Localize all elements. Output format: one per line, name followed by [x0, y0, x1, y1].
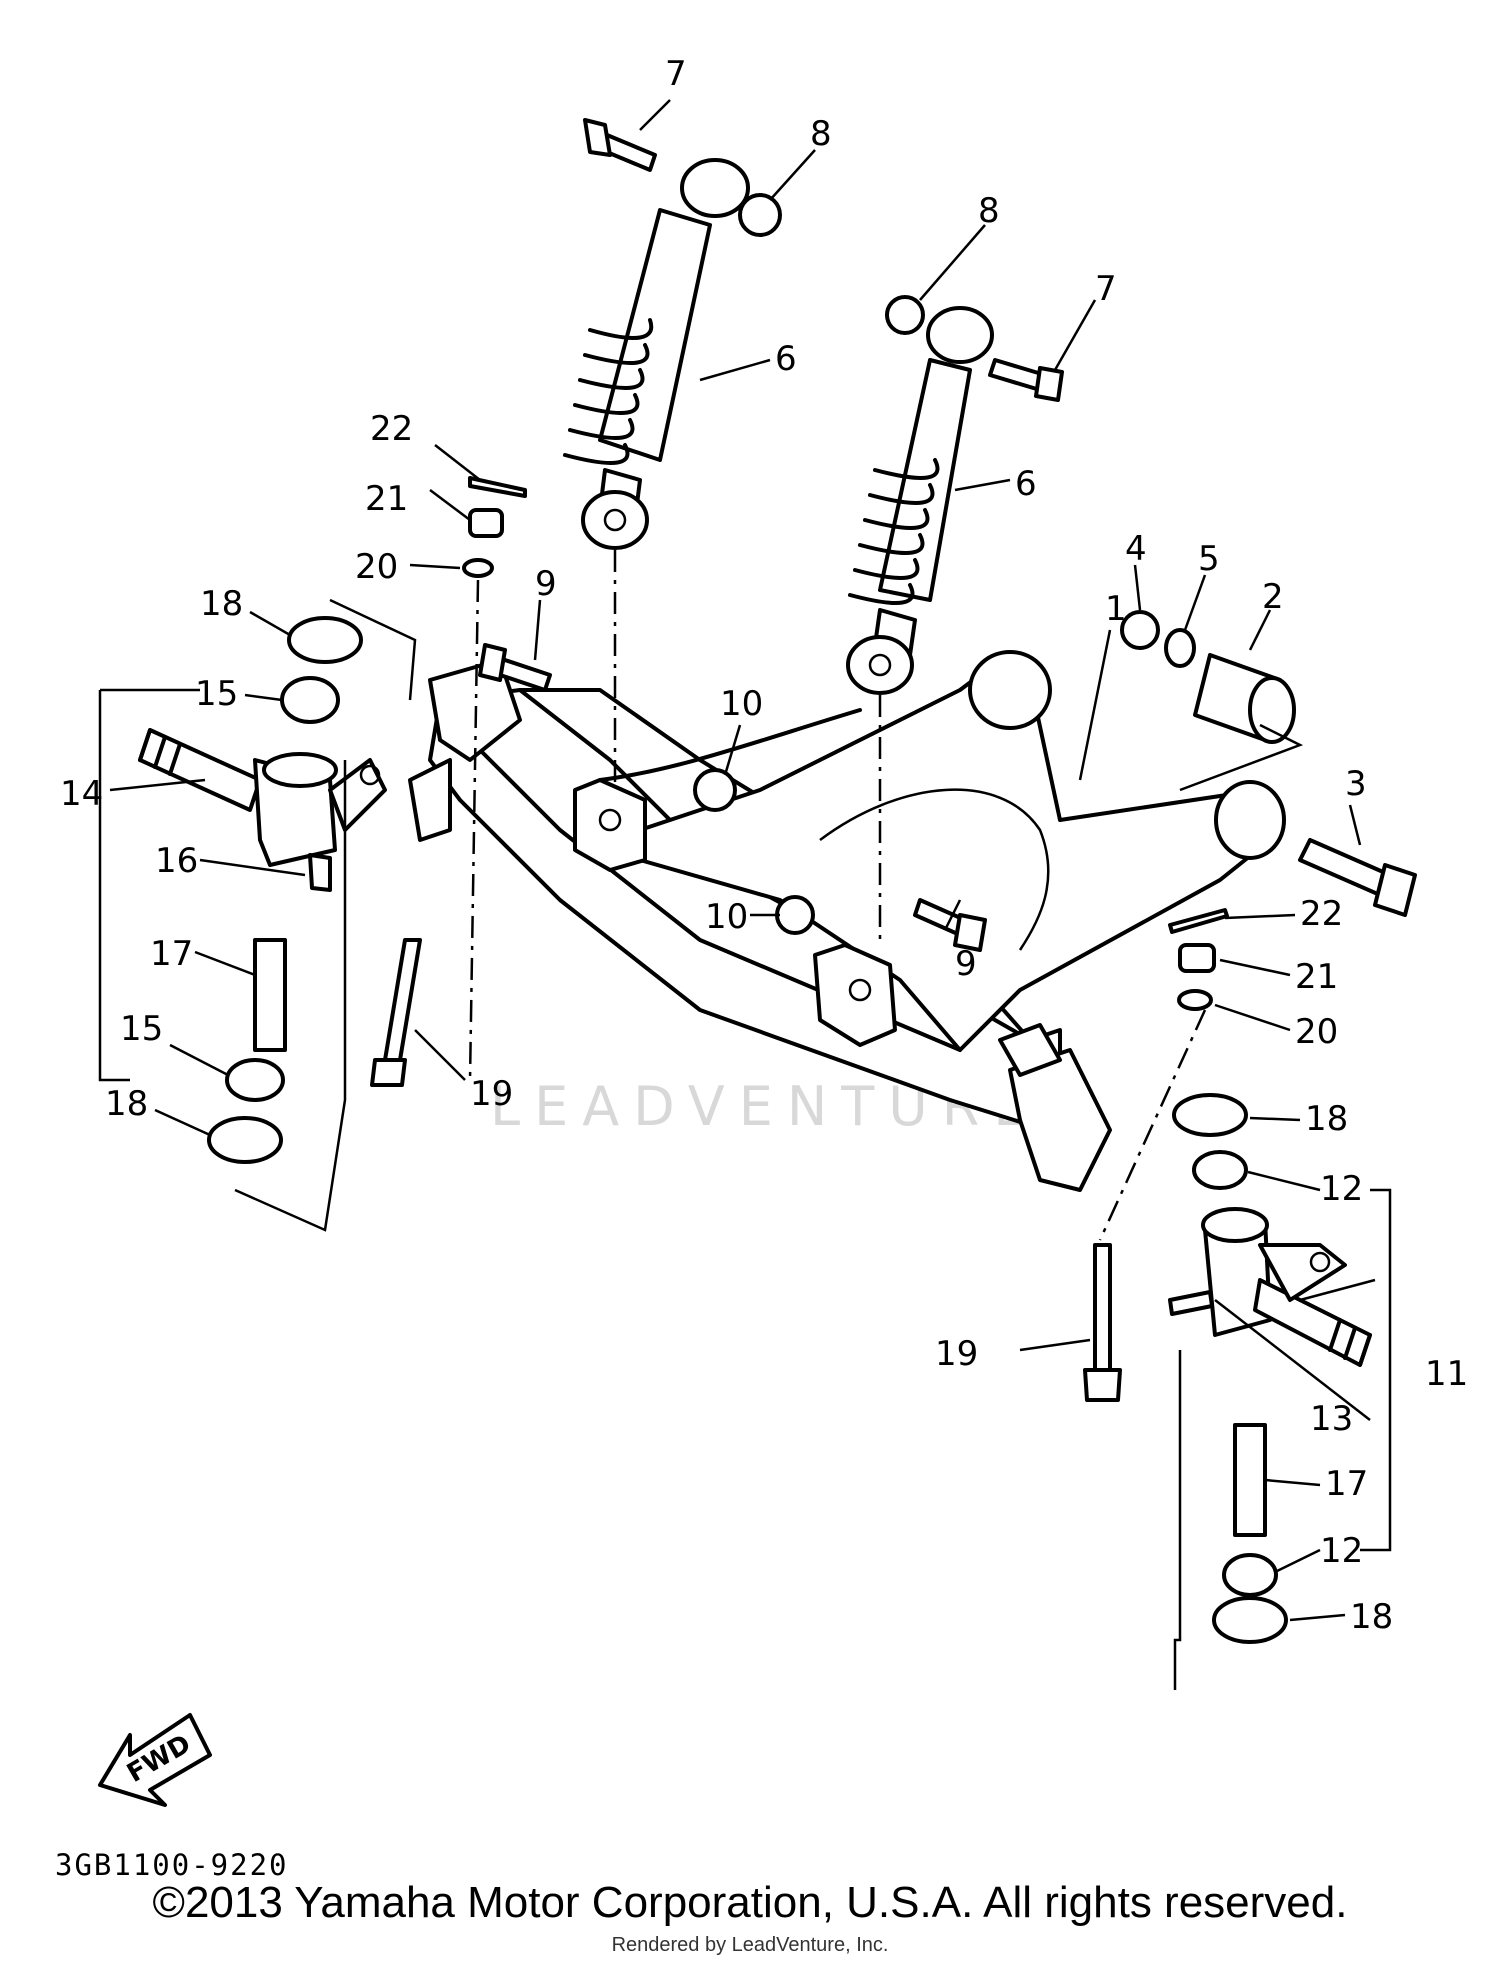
callout-3: 3	[1345, 764, 1367, 804]
callout-20-left: 20	[355, 547, 398, 587]
callout-6-right: 6	[1015, 464, 1037, 504]
callout-12-upper: 12	[1320, 1169, 1363, 1209]
callout-7-right: 7	[1095, 269, 1117, 309]
collar-17-right	[1233, 1423, 1267, 1537]
castle-nut-21-left	[468, 508, 504, 538]
callout-11: 11	[1425, 1354, 1468, 1394]
kingpin-19-right-head	[1083, 1368, 1122, 1402]
callout-4: 4	[1125, 529, 1147, 569]
swing-arm	[598, 650, 1286, 1052]
kingpin-19-left	[383, 938, 422, 1062]
callout-2: 2	[1262, 577, 1284, 617]
castle-nut-21-right	[1178, 943, 1216, 973]
copyright-notice: ©2013 Yamaha Motor Corporation, U.S.A. A…	[152, 1878, 1348, 1927]
callout-22-right: 22	[1300, 894, 1343, 934]
callout-22-left: 22	[370, 409, 413, 449]
callout-6-left: 6	[775, 339, 797, 379]
callout-8-left: 8	[810, 114, 832, 154]
callout-18-upper-left: 18	[200, 584, 243, 624]
shock-absorber-left	[563, 158, 750, 550]
callout-1: 1	[1105, 589, 1127, 629]
callout-16: 16	[155, 841, 198, 881]
cap-18-upper-right	[1172, 1093, 1248, 1137]
callout-17-right: 17	[1325, 1464, 1368, 1504]
collar-2	[1193, 653, 1296, 744]
cap-18-upper-left	[287, 616, 363, 664]
bolt-3	[1298, 838, 1417, 917]
shock-lower-bracket-left	[573, 778, 647, 872]
callout-18-lower-left: 18	[105, 1084, 148, 1124]
nut-8-left	[738, 193, 782, 237]
callout-5: 5	[1198, 539, 1220, 579]
bolt-7-left-head	[583, 118, 612, 157]
kingpin-19-right	[1093, 1243, 1112, 1372]
callout-18-lower-right: 18	[1350, 1597, 1393, 1637]
rendered-by-notice: Rendered by LeadVenture, Inc.	[611, 1934, 889, 1956]
callout-21-right: 21	[1295, 957, 1338, 997]
shock-absorber-right	[846, 306, 994, 695]
callout-9-upper: 9	[535, 564, 557, 604]
cotter-pin-22-right	[1168, 908, 1229, 934]
washer-20-left	[462, 558, 494, 578]
callout-19-left: 19	[470, 1074, 513, 1114]
kingpin-19-left-head	[370, 1058, 407, 1087]
callout-19-right: 19	[935, 1334, 978, 1374]
nut-4	[1120, 610, 1160, 650]
bolt-9-left-head	[478, 643, 507, 682]
nut-10-lower	[775, 895, 815, 935]
bolt-7-right-head	[1034, 366, 1064, 402]
bushing-15-upper	[280, 676, 340, 724]
bushing-15-lower	[225, 1058, 285, 1102]
leader-lines	[109, 99, 1376, 1622]
washer-5	[1164, 628, 1196, 668]
seal-18-lower-right	[1212, 1596, 1288, 1644]
cotter-pin-22-left	[468, 476, 527, 498]
shock-lower-bracket-right	[813, 943, 897, 1047]
callout-17-left: 17	[150, 934, 193, 974]
bolt-13	[1168, 1290, 1214, 1316]
part-code: 3GB1100-9220	[55, 1848, 289, 1882]
bushing-12-upper	[1192, 1150, 1248, 1190]
callout-21-left: 21	[365, 479, 408, 519]
bolt-9-right-head	[953, 913, 987, 952]
callout-8-right: 8	[978, 191, 1000, 231]
fwd-arrow: FWD	[98, 1713, 212, 1807]
callout-13: 13	[1310, 1399, 1353, 1439]
callout-7-left: 7	[665, 54, 687, 94]
nut-8-right	[885, 295, 925, 335]
callout-9-lower: 9	[955, 944, 977, 984]
callout-20-right: 20	[1295, 1012, 1338, 1052]
callout-15-lower: 15	[120, 1009, 163, 1049]
bushing-12-lower	[1222, 1553, 1278, 1597]
nut-10-upper	[693, 768, 737, 812]
callout-18-upper-right: 18	[1305, 1099, 1348, 1139]
bolt-16	[308, 853, 332, 892]
callout-12-lower: 12	[1320, 1531, 1363, 1571]
collar-17-left	[253, 938, 287, 1052]
callout-15-upper: 15	[195, 674, 238, 714]
seal-18-lower-left	[207, 1116, 283, 1164]
callout-labels: 7 8 6 8 7 6 22 21 20 9 10 4 5 2 1 3 22 2…	[60, 54, 1468, 1637]
callout-14: 14	[60, 774, 103, 814]
callout-10-lower: 10	[705, 897, 748, 937]
callout-10-upper: 10	[720, 684, 763, 724]
washer-20-right	[1177, 989, 1213, 1011]
